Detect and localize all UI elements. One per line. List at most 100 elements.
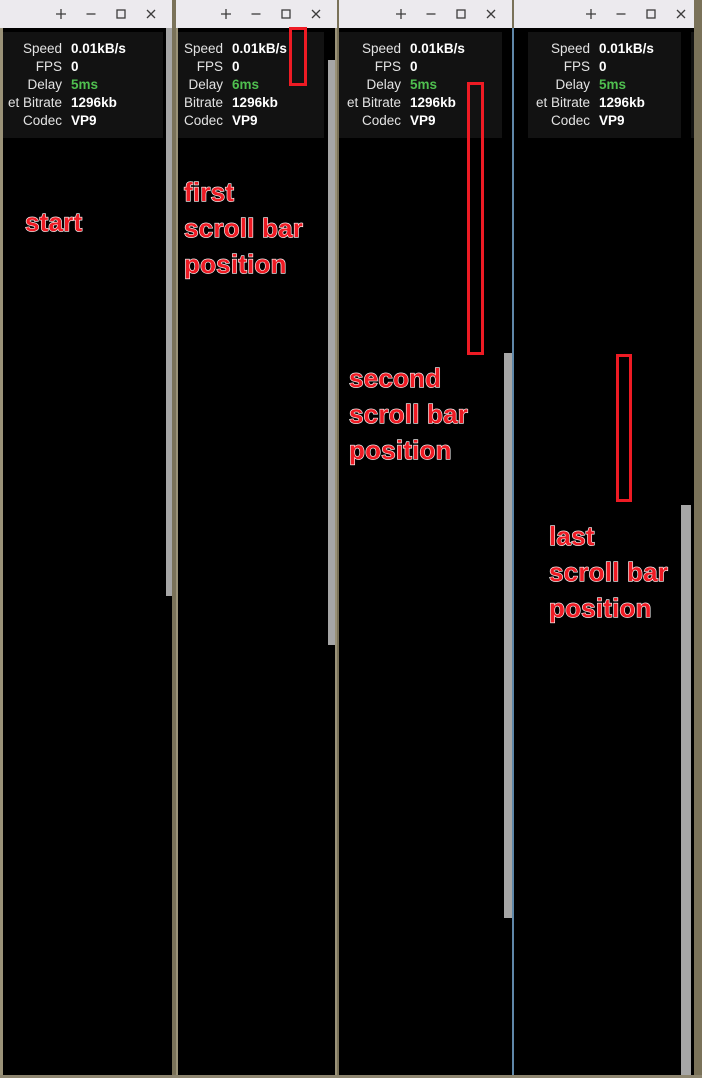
scrollbar-thumb-1[interactable] — [166, 28, 176, 596]
stats-label-fps: FPS — [563, 59, 591, 74]
window-right-border-2 — [335, 28, 337, 1078]
scrollbar-track-3[interactable] — [504, 28, 513, 1078]
stats-label-delay: Delay — [555, 77, 591, 92]
stats-value-bitrate: 1296kb — [232, 95, 278, 110]
stats-value-bitrate: 1296kb — [410, 95, 456, 110]
scrollbar-highlight-box-2 — [289, 27, 307, 86]
titlebar-1[interactable] — [0, 0, 172, 28]
stats-label-delay: Delay — [366, 77, 402, 92]
stats-label-delay: Delay — [27, 77, 63, 92]
panel-divider-2 — [337, 0, 339, 1078]
close-button[interactable] — [301, 1, 331, 27]
video-content-1[interactable]: Speed 0.01kB/s FPS 0 Delay 5ms et Bitrat… — [0, 28, 172, 1078]
scrollbar-track-1[interactable] — [166, 28, 176, 1078]
titlebar-3[interactable] — [339, 0, 512, 28]
maximize-button[interactable] — [446, 1, 476, 27]
annotation-second-scroll-bar-position: second scroll bar position — [348, 362, 469, 465]
stats-row-fps: FPS 0 — [8, 58, 126, 76]
stats-overlay-4: Speed 0.01kB/s FPS 0 Delay 5ms et Bitrat… — [528, 32, 694, 138]
stats-value-speed: 0.01kB/s — [71, 41, 126, 56]
stats-value-bitrate: 1296kb — [599, 95, 645, 110]
stats-label-bitrate: et Bitrate — [8, 95, 63, 110]
stats-value-fps: 0 — [71, 59, 79, 74]
close-button[interactable] — [476, 1, 506, 27]
video-content-3[interactable]: Speed 0.01kB/s FPS 0 Delay 5ms et Bitrat… — [339, 28, 512, 1078]
stats-value-codec: VP9 — [232, 113, 258, 128]
stats-row-delay: Delay 5ms — [8, 76, 126, 94]
titlebar-2[interactable] — [176, 0, 337, 28]
stats-label-delay: Delay — [188, 77, 224, 92]
minimize-button[interactable] — [76, 1, 106, 27]
close-button[interactable] — [666, 1, 696, 27]
stats-row-delay: Delay 5ms — [536, 76, 654, 94]
stats-row-codec: Codec VP9 — [184, 112, 287, 130]
minimize-button[interactable] — [606, 1, 636, 27]
stats-row-speed: Speed 0.01kB/s — [347, 40, 465, 58]
video-content-2[interactable]: Speed 0.01kB/s FPS 0 Delay 6ms Bitrate 1… — [176, 28, 337, 1078]
stats-value-speed: 0.01kB/s — [410, 41, 465, 56]
new-tab-button[interactable] — [211, 1, 241, 27]
panel-divider-3 — [512, 28, 514, 1078]
annotation-start: start — [24, 206, 83, 237]
stats-row-bitrate: et Bitrate 1296kb — [536, 94, 654, 112]
stats-label-fps: FPS — [35, 59, 63, 74]
window-left-border-1 — [0, 28, 3, 1078]
stats-row-speed: Speed 0.01kB/s — [8, 40, 126, 58]
stats-overlay-3: Speed 0.01kB/s FPS 0 Delay 5ms et Bitrat… — [339, 32, 502, 138]
window-panel-2[interactable]: Speed 0.01kB/s FPS 0 Delay 6ms Bitrate 1… — [176, 0, 337, 1078]
close-button[interactable] — [136, 1, 166, 27]
stats-value-fps: 0 — [599, 59, 607, 74]
scrollbar-track-2[interactable] — [328, 28, 337, 1078]
annotation-last-scroll-bar-position: last scroll bar position — [548, 520, 669, 623]
stats-row-codec: Codec VP9 — [8, 112, 126, 130]
stats-row-delay: Delay 6ms — [184, 76, 287, 94]
new-tab-button[interactable] — [386, 1, 416, 27]
window-panel-1[interactable]: Speed 0.01kB/s FPS 0 Delay 5ms et Bitrat… — [0, 0, 172, 1078]
stats-overlay-1: Speed 0.01kB/s FPS 0 Delay 5ms et Bitrat… — [0, 32, 163, 138]
minimize-button[interactable] — [416, 1, 446, 27]
stats-value-codec: VP9 — [410, 113, 436, 128]
window-panel-3[interactable]: Speed 0.01kB/s FPS 0 Delay 5ms et Bitrat… — [339, 0, 512, 1078]
minimize-button[interactable] — [241, 1, 271, 27]
stats-label-speed: Speed — [22, 41, 63, 56]
scrollbar-thumb-2[interactable] — [328, 60, 337, 645]
stats-label-fps: FPS — [374, 59, 402, 74]
stats-label-speed: Speed — [361, 41, 402, 56]
stats-row-bitrate: Bitrate 1296kb — [184, 94, 287, 112]
stats-label-codec: Codec — [362, 113, 402, 128]
stats-value-delay: 5ms — [410, 77, 438, 92]
stats-row-bitrate: et Bitrate 1296kb — [8, 94, 126, 112]
stats-row-fps: FPS 0 — [536, 58, 654, 76]
scrollbar-thumb-4[interactable] — [681, 505, 691, 1078]
stats-value-fps: 0 — [232, 59, 240, 74]
scrollbar-thumb-3[interactable] — [504, 353, 513, 918]
stats-value-speed: 0.01kB/s — [232, 41, 287, 56]
stats-label-speed: Speed — [550, 41, 591, 56]
stats-value-delay: 5ms — [71, 77, 99, 92]
stats-row-bitrate: et Bitrate 1296kb — [347, 94, 465, 112]
maximize-button[interactable] — [271, 1, 301, 27]
window-panel-4[interactable]: Speed 0.01kB/s FPS 0 Delay 5ms et Bitrat… — [514, 0, 702, 1078]
window-left-border-2 — [176, 28, 178, 1078]
stats-value-speed: 0.01kB/s — [599, 41, 654, 56]
titlebar-4[interactable] — [514, 0, 702, 28]
new-tab-button[interactable] — [46, 1, 76, 27]
stats-value-bitrate: 1296kb — [71, 95, 117, 110]
stats-row-speed: Speed 0.01kB/s — [536, 40, 654, 58]
stats-row-delay: Delay 5ms — [347, 76, 465, 94]
video-content-4[interactable]: Speed 0.01kB/s FPS 0 Delay 5ms et Bitrat… — [514, 28, 702, 1078]
maximize-button[interactable] — [106, 1, 136, 27]
stats-value-delay: 6ms — [232, 77, 260, 92]
stats-label-bitrate: et Bitrate — [347, 95, 402, 110]
maximize-button[interactable] — [636, 1, 666, 27]
scrollbar-track-4[interactable] — [681, 28, 691, 1078]
scrollbar-highlight-box-4 — [616, 354, 632, 502]
stats-row-fps: FPS 0 — [184, 58, 287, 76]
window-right-border-4 — [694, 0, 702, 1078]
scrollbar-highlight-box-3 — [467, 82, 484, 355]
stats-value-delay: 5ms — [599, 77, 627, 92]
stats-label-bitrate: et Bitrate — [536, 95, 591, 110]
new-tab-button[interactable] — [576, 1, 606, 27]
stats-label-fps: FPS — [196, 59, 224, 74]
